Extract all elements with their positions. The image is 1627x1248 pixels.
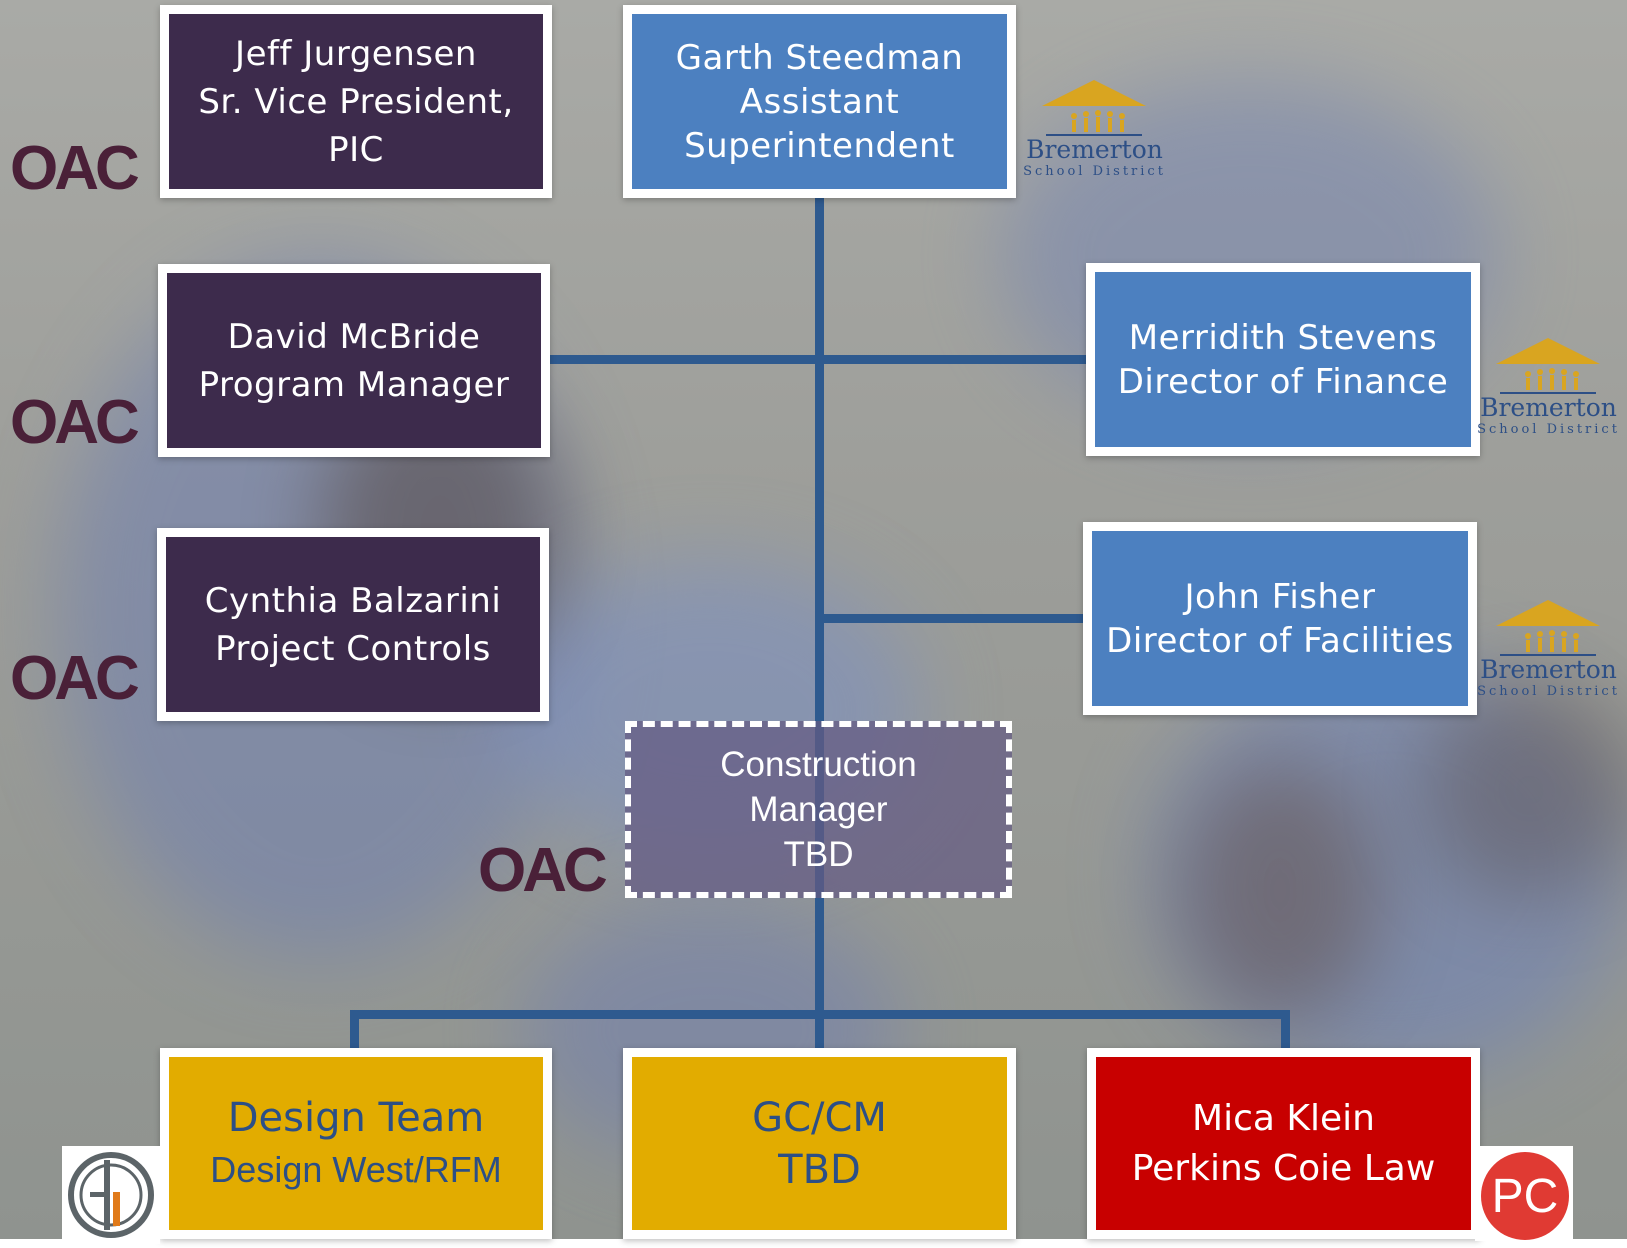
oac-logo: OAC bbox=[478, 836, 608, 905]
node-name: Garth Steedman bbox=[675, 37, 964, 78]
ring-icon bbox=[68, 1152, 154, 1238]
connector-gccm bbox=[815, 1010, 824, 1060]
node-role: Director of Finance bbox=[1117, 361, 1449, 402]
node-role-line2: Superintendent bbox=[684, 125, 955, 166]
node-role: Project Controls bbox=[215, 628, 491, 669]
bremerton-logo: Bremerton School District bbox=[1022, 80, 1167, 185]
node-role: Sr. Vice President, PIC bbox=[198, 81, 514, 170]
connector-design-team bbox=[350, 1010, 359, 1060]
node-name: Mica Klein bbox=[1192, 1097, 1375, 1139]
node-line2: Design West/RFM bbox=[210, 1148, 502, 1190]
bremerton-logo: Bremerton School District bbox=[1476, 338, 1621, 443]
node-name: Cynthia Balzarini bbox=[204, 580, 502, 621]
node-garth-steedman: Garth Steedman Assistant Superintendent bbox=[623, 5, 1016, 198]
node-john-fisher: John Fisher Director of Facilities bbox=[1083, 522, 1477, 715]
node-line1: Construction bbox=[720, 745, 917, 784]
bremerton-subtitle: School District bbox=[1477, 422, 1620, 437]
connector-fisher bbox=[815, 614, 1090, 623]
node-firm: Perkins Coie Law bbox=[1131, 1147, 1436, 1189]
pc-circle-icon: PC bbox=[1481, 1152, 1569, 1240]
node-role-line1: Assistant bbox=[739, 81, 900, 122]
oac-logo: OAC bbox=[10, 644, 140, 713]
node-name: John Fisher bbox=[1184, 576, 1376, 617]
house-icon bbox=[1496, 600, 1600, 656]
connector-mcbride-stevens bbox=[545, 355, 1090, 364]
bremerton-title: Bremerton bbox=[1480, 393, 1617, 422]
connector-klein bbox=[1281, 1010, 1290, 1060]
connector-vertical-main bbox=[815, 195, 824, 1055]
node-mica-klein: Mica Klein Perkins Coie Law bbox=[1087, 1048, 1480, 1239]
bremerton-title: Bremerton bbox=[1026, 135, 1163, 164]
node-role: Director of Facilities bbox=[1106, 620, 1454, 661]
house-icon bbox=[1496, 338, 1600, 394]
node-line1: Design Team bbox=[227, 1094, 485, 1141]
node-name: Merridith Stevens bbox=[1128, 317, 1438, 358]
pc-text: PC bbox=[1492, 1170, 1559, 1223]
oac-logo: OAC bbox=[10, 134, 140, 203]
node-david-mcbride: David McBride Program Manager bbox=[158, 264, 550, 457]
node-line2: Manager bbox=[749, 790, 888, 829]
node-line3: TBD bbox=[783, 835, 854, 874]
node-gccm: GC/CM TBD bbox=[623, 1048, 1016, 1239]
bremerton-subtitle: School District bbox=[1477, 684, 1620, 699]
node-cynthia-balzarini: Cynthia Balzarini Project Controls bbox=[157, 528, 549, 721]
node-name: Jeff Jurgensen bbox=[235, 33, 477, 74]
node-construction-manager: Construction Manager TBD bbox=[625, 721, 1012, 898]
oac-logo: OAC bbox=[10, 388, 140, 457]
house-icon bbox=[1042, 80, 1146, 136]
bremerton-subtitle: School District bbox=[1023, 164, 1166, 179]
design-west-logo bbox=[62, 1146, 160, 1244]
bremerton-title: Bremerton bbox=[1480, 655, 1617, 684]
node-merridith-stevens: Merridith Stevens Director of Finance bbox=[1086, 263, 1480, 456]
node-line2: TBD bbox=[778, 1146, 861, 1193]
node-line1: GC/CM bbox=[752, 1094, 887, 1141]
node-role: Program Manager bbox=[198, 364, 510, 405]
perkins-coie-logo: PC bbox=[1475, 1146, 1573, 1241]
node-name: David McBride bbox=[227, 316, 481, 357]
node-design-team: Design Team Design West/RFM bbox=[160, 1048, 552, 1239]
node-jeff-jurgensen: Jeff Jurgensen Sr. Vice President, PIC bbox=[160, 5, 552, 198]
bremerton-logo: Bremerton School District bbox=[1476, 600, 1621, 705]
